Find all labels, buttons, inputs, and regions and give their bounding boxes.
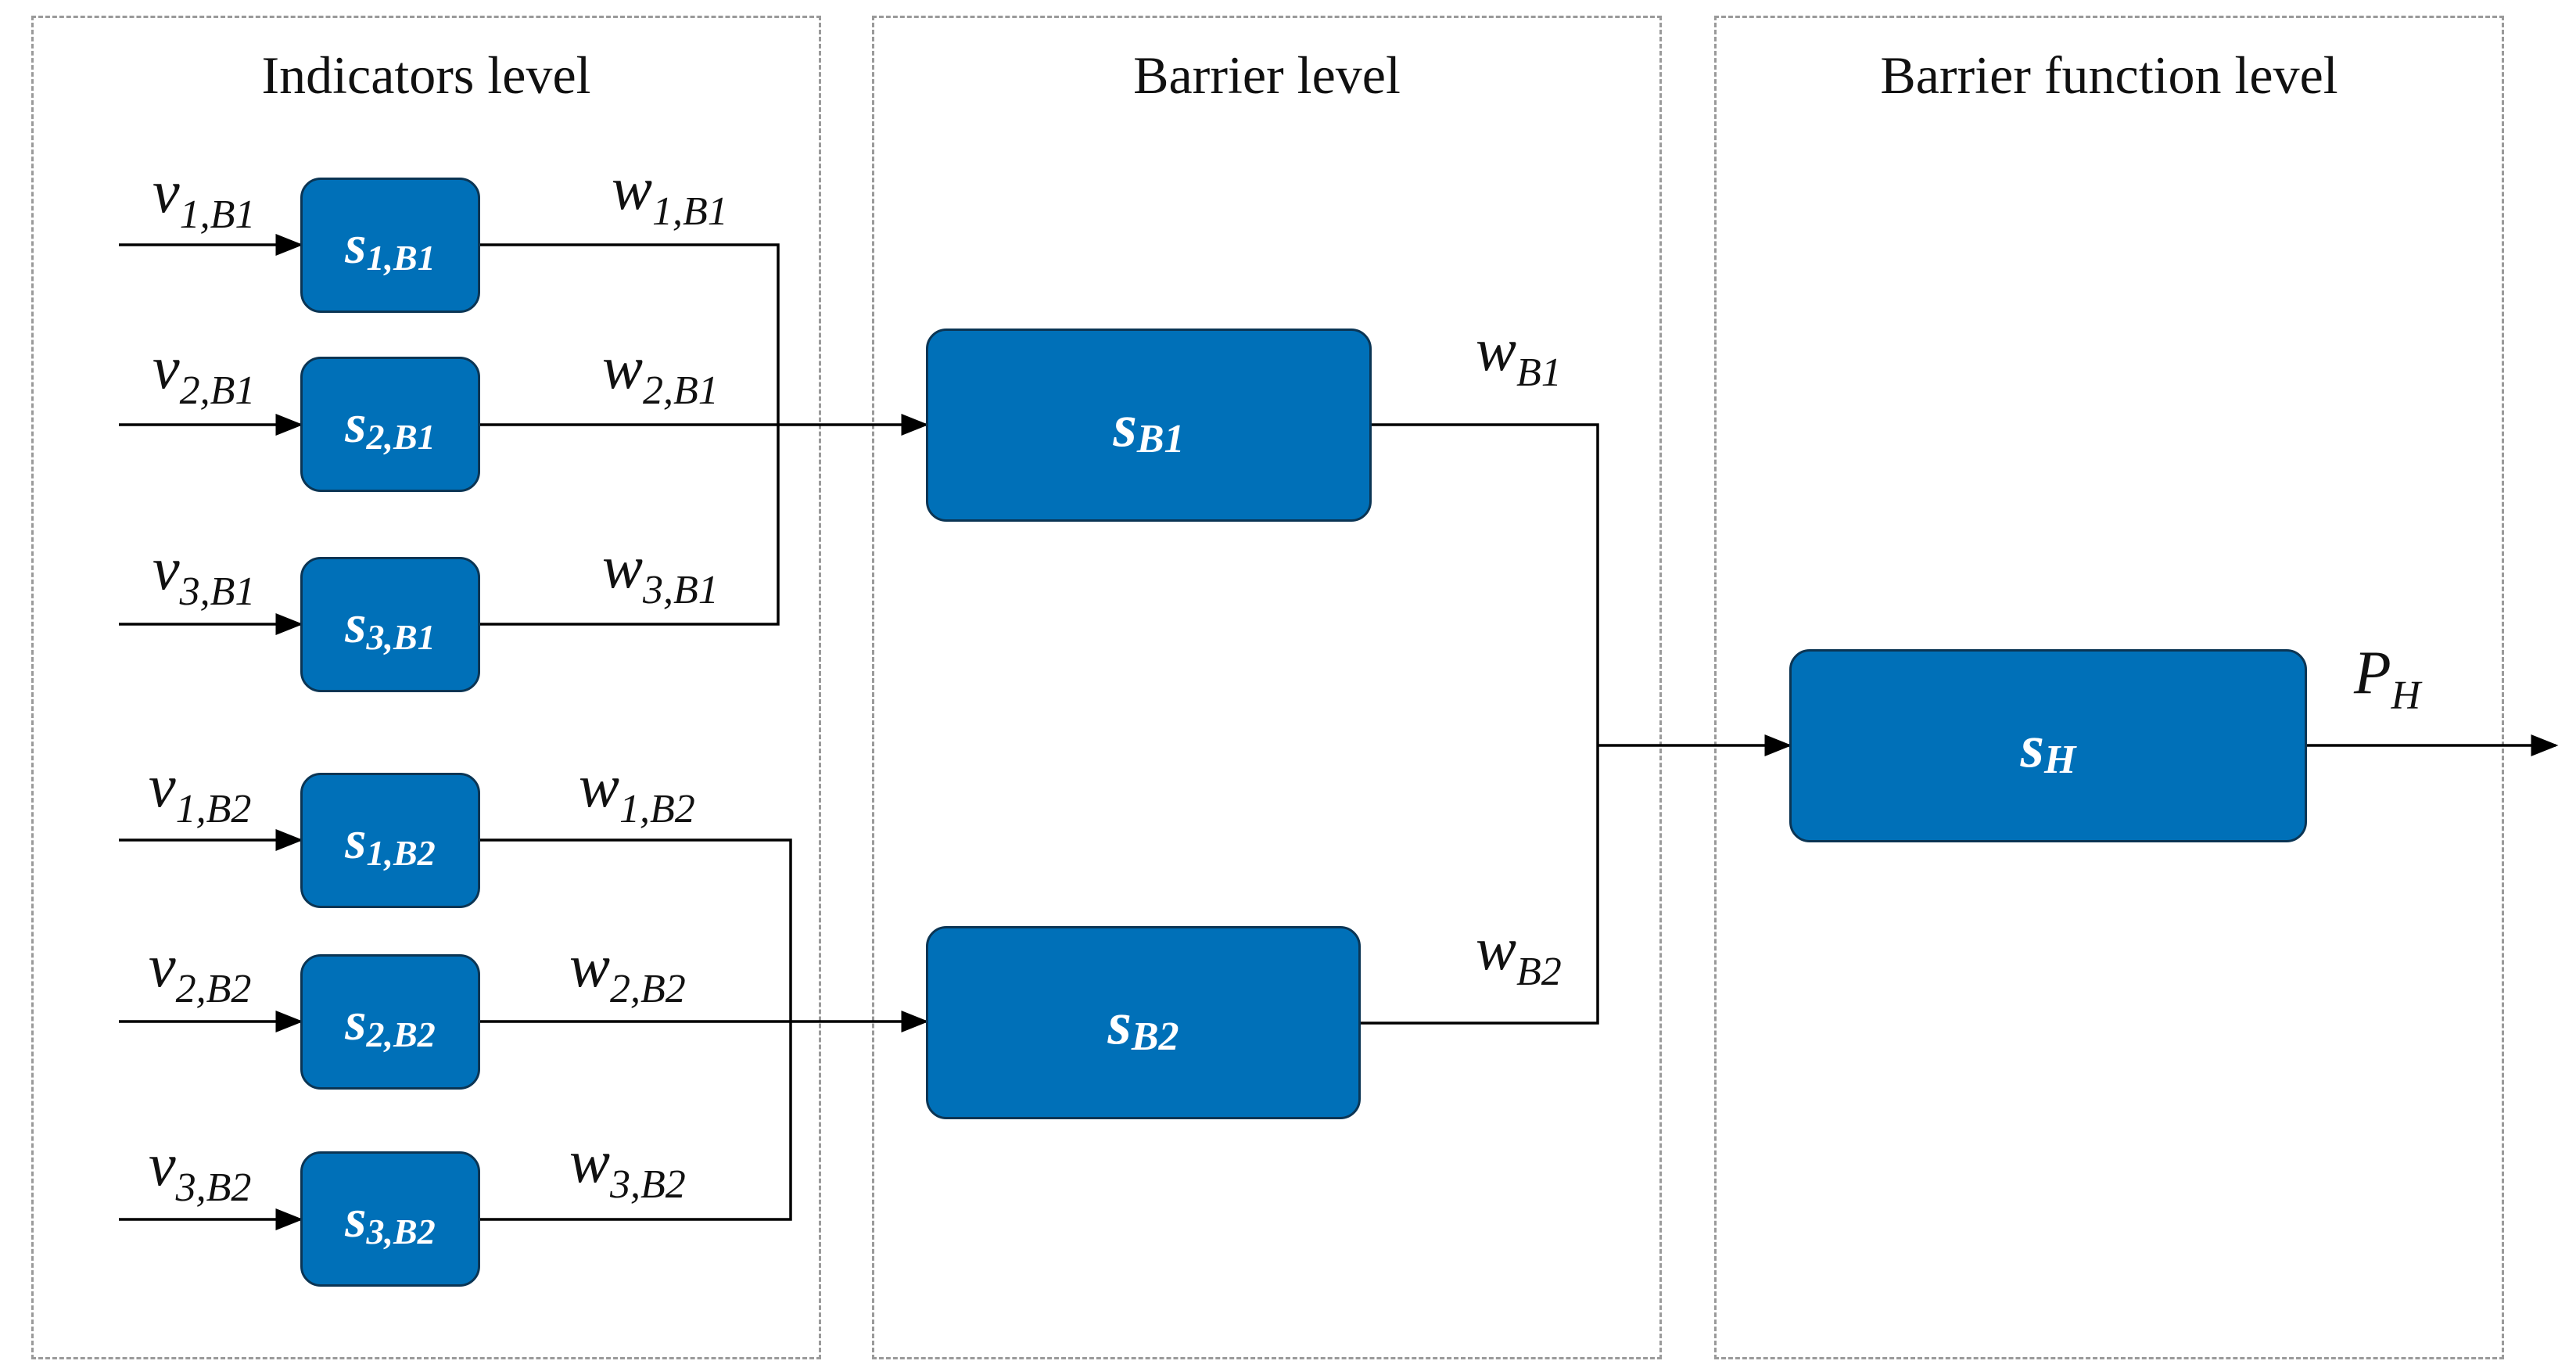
weight-label-2-b2: w2,B2 (569, 932, 686, 1011)
input-label-2-b2: v2,B2 (149, 932, 252, 1011)
indicators-level-title: Indicators level (261, 45, 591, 105)
input-label-3-b1: v3,B1 (152, 534, 256, 614)
wire-1-b2 (480, 838, 792, 1221)
weight-label-3-b1: w3,B1 (602, 533, 719, 612)
weight-label-b2: wB2 (1476, 914, 1562, 994)
weight-label-3-b2: w3,B2 (569, 1127, 686, 1207)
input-label-3-b2: v3,B2 (149, 1130, 252, 1210)
weight-label-b1: wB1 (1476, 315, 1562, 395)
weight-label-1-b2: w1,B2 (579, 752, 695, 831)
output-label-ph: PH (2354, 638, 2421, 718)
wire-1-b1 (480, 243, 780, 626)
indicators-level-panel: Indicators level (31, 16, 821, 1359)
barrier-level-title: Barrier level (1133, 45, 1401, 105)
input-label-2-b1: v2,B1 (152, 333, 256, 413)
input-label-1-b2: v1,B2 (149, 752, 252, 831)
wire-sb1 (1361, 423, 1599, 1025)
barrier-level-panel: Barrier level (872, 16, 1662, 1359)
weight-label-2-b1: w2,B1 (602, 333, 719, 413)
barrier-function-level-title: Barrier function level (1880, 45, 2338, 105)
barrier-function-level-panel: Barrier function level (1714, 16, 2504, 1359)
weight-label-1-b1: w1,B1 (612, 154, 728, 234)
input-label-1-b1: v1,B1 (152, 157, 256, 237)
